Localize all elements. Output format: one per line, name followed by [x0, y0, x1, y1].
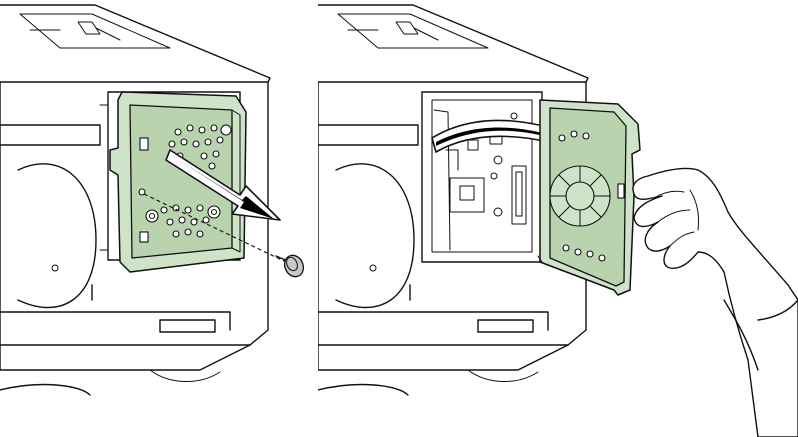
open-recess	[421, 91, 543, 263]
printer-side-panel	[0, 81, 269, 346]
screw-path-dashed	[143, 193, 287, 263]
board-recess	[107, 91, 241, 261]
printer-top-edge	[318, 4, 589, 83]
printer-top-edge	[0, 4, 271, 83]
printer-cover-removal-diagram	[318, 4, 798, 437]
printer-front-curve	[17, 163, 97, 309]
step-1-illustration	[0, 0, 320, 437]
hand-icon	[632, 167, 798, 437]
printer-cover-screw-diagram	[0, 4, 305, 396]
screw-icon	[275, 254, 305, 278]
cover-fan-pattern	[549, 130, 625, 262]
paper-tray-slot	[19, 13, 171, 49]
arrow-icon	[165, 149, 281, 221]
tray-handle	[159, 319, 216, 333]
cover-vent-holes	[138, 124, 232, 243]
step-2-illustration	[318, 0, 798, 437]
